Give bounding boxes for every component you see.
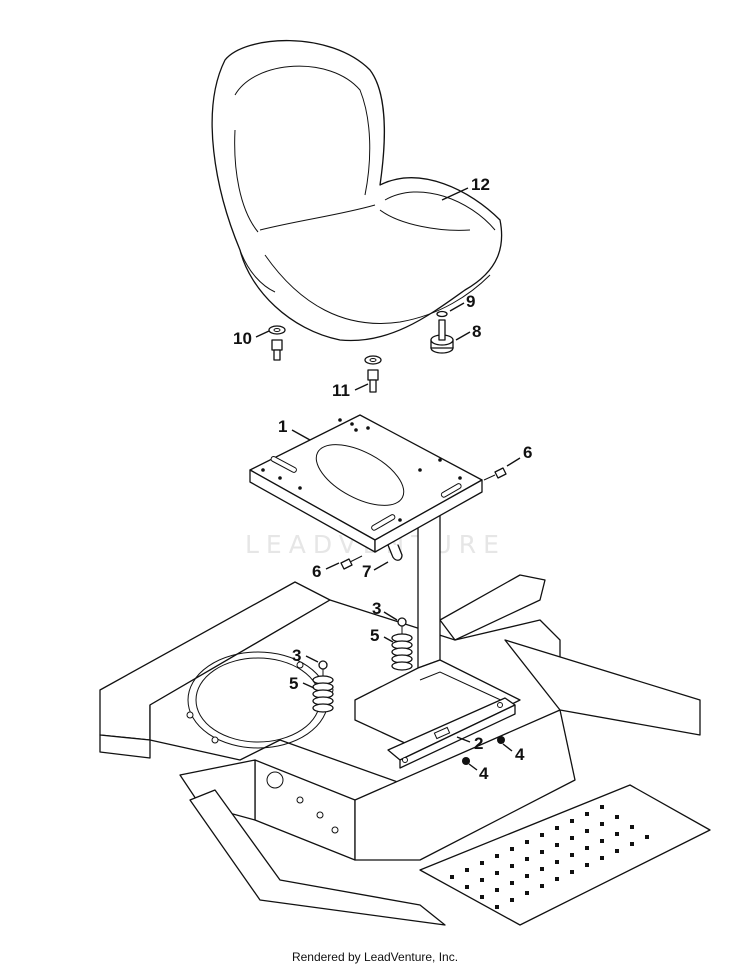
callout-7: 7	[362, 562, 371, 581]
callouts: 12 9 8 10 11 1 6 6 7 3 5 3 5 2 4 4	[233, 175, 532, 783]
callout-2: 2	[474, 734, 483, 753]
bolt-part-10	[271, 339, 283, 361]
callout-1: 1	[278, 417, 287, 436]
callout-11: 11	[332, 381, 350, 400]
seat-support-post	[354, 489, 521, 751]
callout-6-top: 6	[523, 443, 532, 462]
bolt-part-11	[367, 369, 379, 393]
callout-8: 8	[472, 322, 481, 341]
callout-3-top: 3	[372, 599, 381, 618]
spring-part-5-b	[312, 675, 334, 713]
bolt-part-3-b	[318, 660, 328, 676]
washer-part-10	[268, 325, 286, 335]
knob-part-8	[430, 319, 454, 354]
callout-4-bottom: 4	[479, 764, 489, 783]
callout-4-right: 4	[515, 745, 525, 764]
callout-5-bottom: 5	[289, 674, 298, 693]
callout-6-bottom: 6	[312, 562, 321, 581]
washer-part-11	[364, 355, 382, 365]
callout-5-top: 5	[370, 626, 379, 645]
leader-lines	[255, 187, 521, 771]
bolt-part-6-a	[483, 467, 507, 481]
washer-part-9	[436, 310, 448, 318]
seat-plate-part-1	[249, 414, 483, 553]
spring-part-5-a	[391, 633, 413, 671]
chassis-frame	[99, 574, 711, 926]
nut-part-4-a	[497, 736, 505, 744]
footer-credit: Rendered by LeadVenture, Inc.	[291, 950, 459, 964]
footplate-pattern	[450, 805, 649, 909]
nut-part-4-b	[462, 757, 470, 765]
callout-9: 9	[466, 292, 475, 311]
bolt-part-3-a	[397, 617, 407, 634]
seat-part-12	[211, 39, 503, 342]
callout-3-bottom: 3	[292, 646, 301, 665]
clip-part-7	[387, 544, 403, 561]
bolt-part-6-b	[340, 555, 363, 570]
callout-12: 12	[471, 175, 490, 194]
callout-10: 10	[233, 329, 252, 348]
